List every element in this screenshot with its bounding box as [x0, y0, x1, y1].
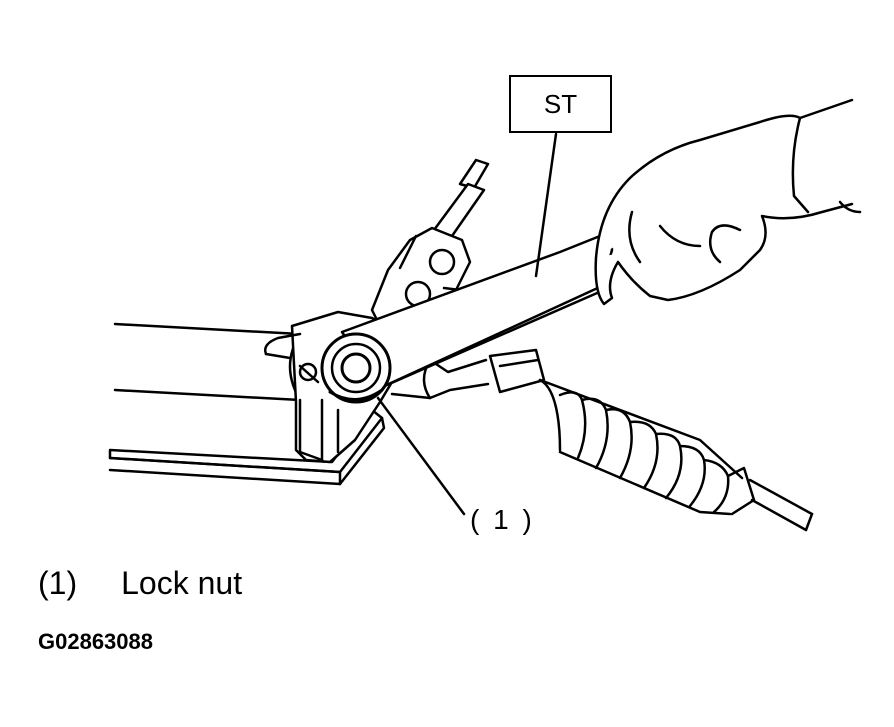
st-leader-line [534, 132, 558, 278]
special-tool-label: ST [543, 88, 578, 119]
input-shaft [370, 158, 490, 336]
legend-text: Lock nut [121, 565, 243, 601]
gloved-hand [594, 98, 862, 306]
rack-housing [113, 322, 302, 402]
special-tool-wrench [320, 230, 614, 404]
callout-number: ( 1 ) [470, 504, 535, 535]
callout-leader-line [376, 396, 466, 516]
figure-id: G02863088 [38, 629, 153, 654]
steering-rack-illustration [108, 98, 862, 532]
tie-rod-and-boot [390, 348, 814, 532]
legend: (1) Lock nut [38, 565, 242, 602]
legend-number: (1) [38, 565, 78, 601]
special-tool-label-box: ST [509, 75, 612, 133]
